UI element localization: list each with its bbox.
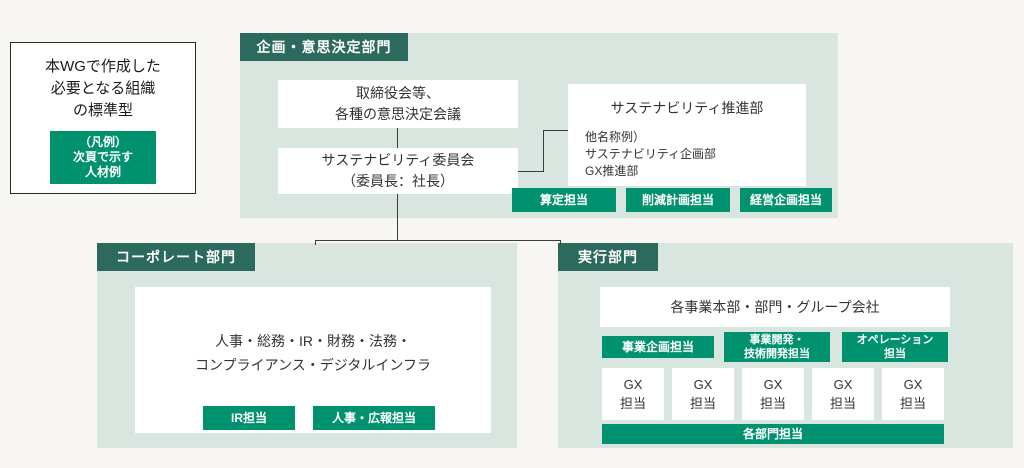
connector-committee-promotion-h2 (543, 130, 568, 131)
corporate-panel: コーポレート部門 人事・総務・IR・財務・法務・ コンプライアンス・デジタルイン… (97, 243, 517, 448)
badge-ir: IR担当 (203, 406, 295, 430)
connector-board-committee (397, 128, 398, 148)
badge-operation: オペレーション 担当 (842, 332, 948, 362)
connector-split-h (315, 240, 561, 241)
board-meeting-box: 取締役会等、 各種の意思決定会議 (278, 80, 518, 128)
planning-panel: 企画・意思決定部門 取締役会等、 各種の意思決定会議 サステナビリティ委員会 （… (240, 33, 838, 218)
sustainability-committee-box: サステナビリティ委員会 （委員長：社長） (278, 148, 518, 194)
badge-all-departments: 各部門担当 (602, 424, 944, 444)
execution-header: 実行部門 (558, 243, 658, 271)
badge-hr-pr: 人事・広報担当 (313, 406, 435, 430)
legend-box: 本WGで作成した 必要となる組織 の標準型 （凡例） 次頁で示す 人材例 (10, 42, 196, 194)
connector-committee-split-v (397, 218, 398, 241)
badge-corporate-planning: 経営企画担当 (740, 188, 832, 212)
gx-box: GX 担当 (672, 368, 734, 420)
legend-title: 本WGで作成した 必要となる組織 の標準型 (45, 58, 161, 119)
legend-badge: （凡例） 次頁で示す 人材例 (50, 131, 156, 184)
execution-panel: 実行部門 各事業本部・部門・グループ会社 事業企画担当 事業開発・ 技術開発担当… (558, 243, 1013, 448)
planning-header: 企画・意思決定部門 (240, 33, 408, 61)
badge-calculation: 算定担当 (512, 188, 616, 212)
gx-box: GX 担当 (742, 368, 804, 420)
sustainability-promotion-box: サステナビリティ推進部 他名称例） サステナビリティ企画部 GX推進部 (568, 84, 806, 186)
gx-box: GX 担当 (602, 368, 664, 420)
business-units-box: 各事業本部・部門・グループ会社 (600, 287, 950, 327)
badge-business-tech-dev: 事業開発・ 技術開発担当 (724, 332, 830, 362)
connector-committee-promotion-v (543, 130, 544, 172)
connector-drop-execution (560, 240, 561, 245)
connector-committee-down (397, 194, 398, 218)
gx-box: GX 担当 (812, 368, 874, 420)
corporate-header: コーポレート部門 (97, 243, 255, 271)
connector-drop-corporate (315, 240, 316, 245)
badge-reduction-plan: 削減計画担当 (626, 188, 730, 212)
gx-box: GX 担当 (882, 368, 944, 420)
badge-business-planning: 事業企画担当 (602, 336, 714, 358)
promotion-note: 他名称例） サステナビリティ企画部 GX推進部 (585, 130, 717, 178)
promotion-title: サステナビリティ推進部 (610, 100, 764, 116)
connector-committee-promotion-h1 (518, 171, 544, 172)
